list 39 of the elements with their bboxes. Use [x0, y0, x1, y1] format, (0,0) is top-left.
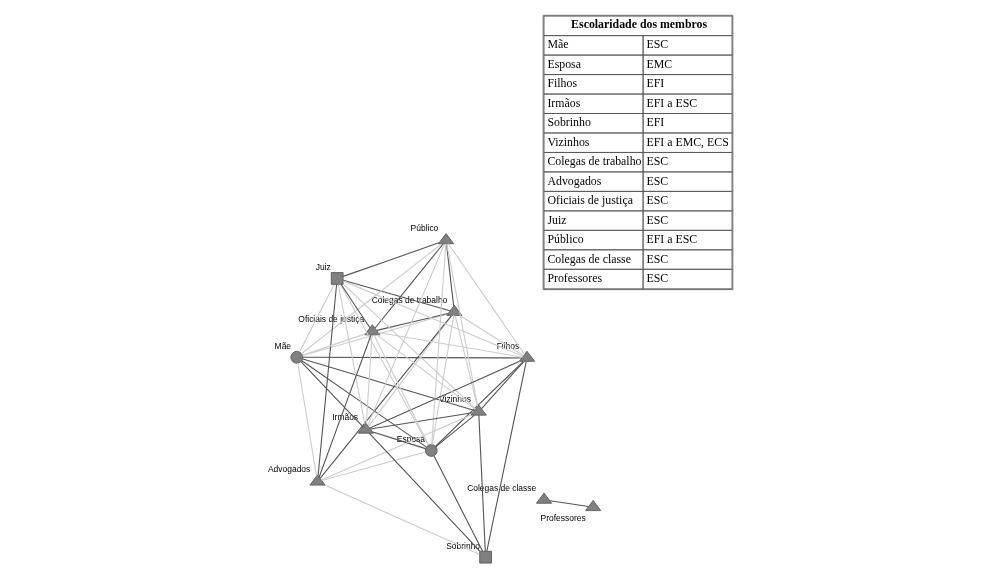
node-label: Irmãos	[332, 412, 359, 423]
node-label: Filhos	[496, 340, 520, 351]
label: ESC	[646, 154, 669, 169]
label: EFI a ESC	[646, 232, 698, 247]
label: Juiz	[547, 212, 567, 227]
node-label: Professores	[540, 512, 586, 523]
node-label: Vizinhos	[439, 394, 471, 405]
label: Advogados	[547, 173, 602, 188]
label: EMC	[646, 56, 673, 71]
node-label: Juiz	[315, 262, 331, 273]
label: ESC	[646, 37, 669, 52]
node-label: Mãe	[274, 340, 292, 351]
label: Colegas de trabalho	[547, 154, 642, 169]
label: EFI a ESC	[646, 95, 698, 110]
label: Sobrinho	[547, 115, 591, 130]
node-label: Oficiais de justiça	[298, 314, 365, 325]
label: Vizinhos	[547, 134, 590, 149]
node-label: Público	[410, 223, 439, 233]
label: Mãe	[547, 37, 569, 52]
label: EFI a EMC, ECS	[646, 134, 729, 149]
label: ESC	[646, 251, 669, 266]
label: Filhos	[547, 76, 578, 91]
label: Escolaridade dos membros	[571, 17, 708, 32]
label: ESC	[646, 173, 669, 188]
node-label: Advogados	[267, 464, 311, 475]
label: ESC	[646, 193, 669, 208]
label: Colegas de classe	[547, 251, 631, 266]
label: ESC	[646, 271, 669, 286]
node-label: Colegas de trabalho	[371, 294, 448, 305]
node-label: Esposa	[396, 433, 426, 444]
label: Esposa	[547, 56, 581, 71]
label: Professores	[547, 271, 603, 286]
label: EFI	[646, 76, 665, 91]
label: EFI	[646, 115, 665, 130]
label: Oficiais de justiça	[547, 193, 633, 208]
label: Público	[547, 232, 584, 247]
label: Irmãos	[547, 95, 581, 110]
node-label: Colegas de classe	[467, 482, 537, 493]
label: ESC	[646, 212, 669, 227]
